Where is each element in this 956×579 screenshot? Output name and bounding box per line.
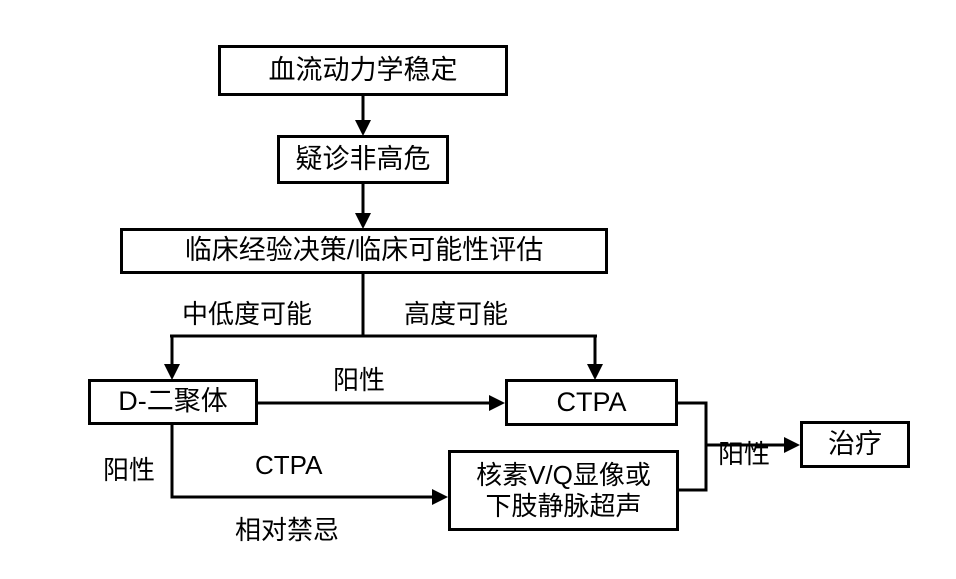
connector-ctpa-to-merge — [678, 401, 708, 445]
edge-label-relative-contraindication: 相对禁忌 — [235, 515, 340, 545]
node-d-dimer[interactable]: D-二聚体 — [88, 379, 258, 425]
node-clinical-assessment[interactable]: 临床经验决策/临床可能性评估 — [120, 228, 608, 274]
arrowhead-clinical — [355, 213, 371, 229]
edge-label-high-probability: 高度可能 — [404, 299, 509, 329]
connector-ddimer-to-vq — [170, 425, 438, 499]
node-treatment[interactable]: 治疗 — [800, 421, 910, 468]
arrowhead-treatment — [784, 437, 800, 453]
arrowhead-suspected — [355, 120, 371, 136]
edge-label-positive-to-ctpa: 阳性 — [333, 365, 386, 395]
edge-label-ctpa-alternative: CTPA — [255, 450, 323, 480]
node-ctpa[interactable]: CTPA — [505, 379, 678, 426]
arrowhead-ctpa-left — [489, 395, 505, 411]
node-hemodynamic-stable[interactable]: 血流动力学稳定 — [218, 45, 508, 96]
edge-label-positive-to-treatment: 阳性 — [718, 439, 771, 469]
node-suspected-non-high-risk[interactable]: 疑诊非高危 — [277, 135, 449, 184]
arrowhead-vq — [432, 489, 448, 505]
arrowhead-ctpa-top — [587, 364, 603, 380]
node-vq-scan-or-ultrasound[interactable]: 核素V/Q显像或 下肢静脉超声 — [448, 450, 679, 531]
connector-vq-to-merge — [678, 445, 708, 492]
arrowhead-ddimer — [164, 364, 180, 380]
edge-label-low-mid-probability: 中低度可能 — [182, 299, 313, 329]
edge-label-positive-from-ddimer: 阳性 — [103, 455, 156, 485]
